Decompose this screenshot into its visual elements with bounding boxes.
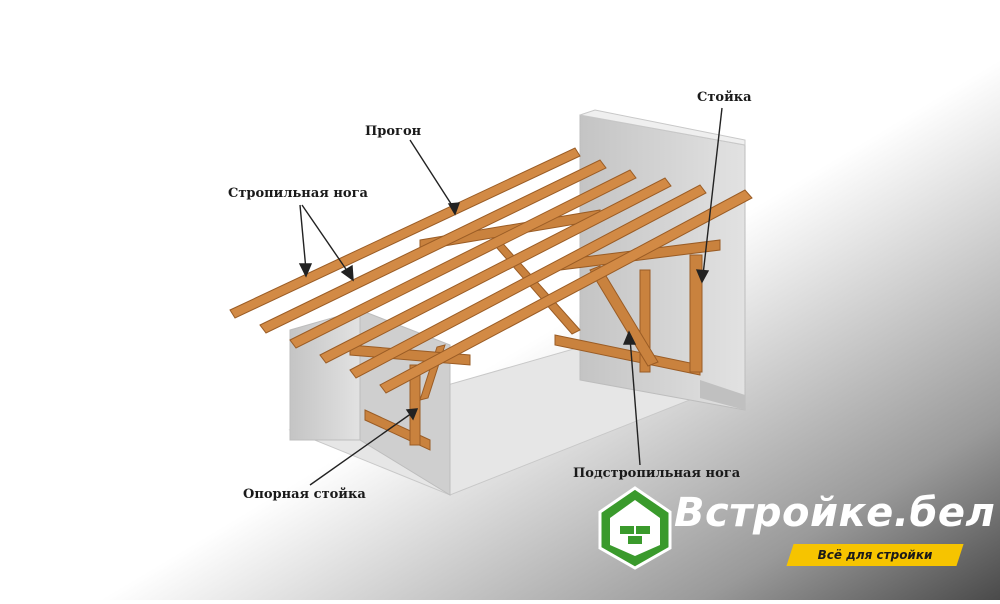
- back-wall-top: [579, 109, 746, 146]
- arrow-rafter-1: [299, 204, 307, 271]
- rafter-5: [349, 184, 707, 379]
- arrow-purlin: [409, 139, 456, 211]
- arrowhead-purlin: [447, 202, 461, 216]
- brand-logo: Встройке.бел Всё для стройки: [600, 488, 995, 588]
- rafter-6: [379, 189, 753, 394]
- arrow-support-post: [309, 412, 413, 486]
- brand-tagline-badge: Всё для стройки: [786, 544, 964, 566]
- rafter-3: [289, 169, 637, 349]
- arrow-sub-rafter: [629, 337, 641, 466]
- label-sub-rafter-leg: Подстропильная нога: [573, 466, 741, 481]
- arrowhead-sub-rafter: [622, 330, 637, 345]
- back-wall-base: [700, 380, 745, 410]
- back-post: [689, 254, 703, 373]
- label-purlin: Прогон: [365, 124, 422, 139]
- arrow-post: [702, 107, 723, 276]
- arrow-rafter-2: [301, 204, 351, 276]
- rafter-1: [229, 147, 581, 319]
- label-support-post: Опорная стойка: [243, 487, 366, 502]
- label-post: Стойка: [697, 90, 752, 105]
- rafter-4: [319, 177, 672, 364]
- arrowhead-rafter-2: [340, 264, 354, 282]
- brand-name: Встройке.бел: [674, 490, 996, 536]
- rafter-2: [259, 159, 607, 334]
- arrowhead-rafter-1: [298, 263, 313, 278]
- label-rafter-leg: Стропильная нога: [228, 186, 368, 201]
- brand-tagline: Всё для стройки: [817, 548, 933, 562]
- arrowhead-support-post: [405, 408, 419, 421]
- house-bricks-icon: [598, 486, 672, 570]
- arrowhead-post: [695, 269, 710, 284]
